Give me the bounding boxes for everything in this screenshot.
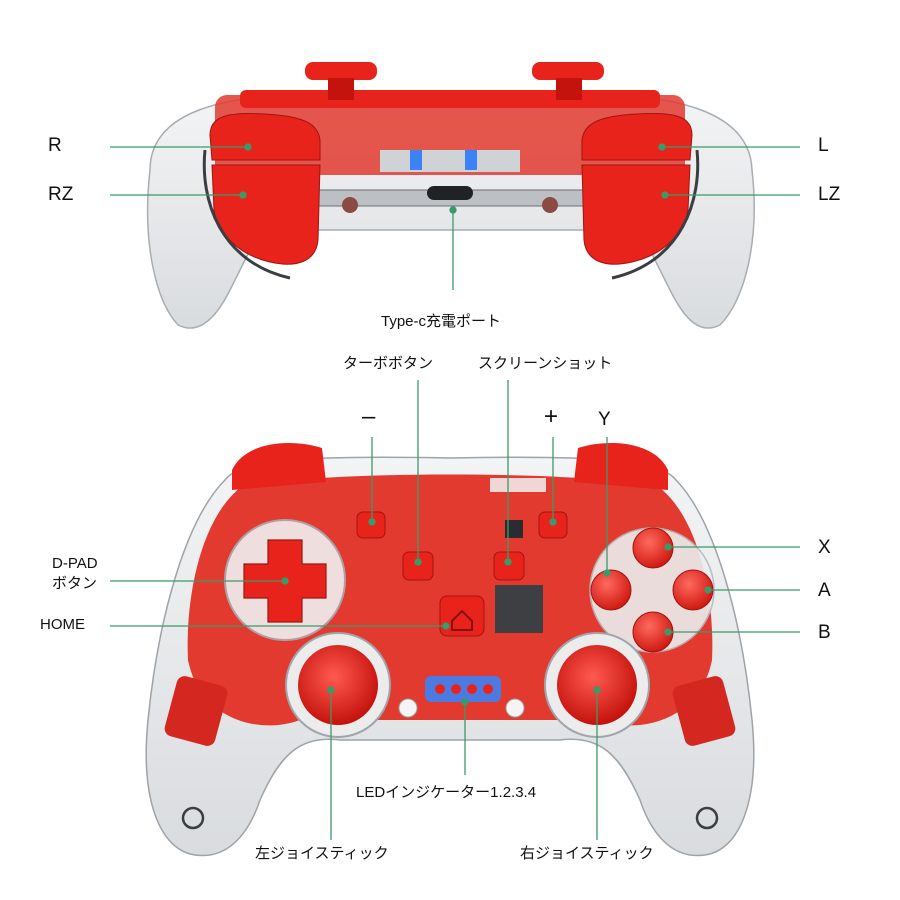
front-view-controller: [145, 443, 755, 857]
typec-port: [427, 186, 473, 200]
screenshot-button: [493, 551, 525, 581]
lz-leader-dot: [661, 191, 669, 199]
plus-leader-dot: [549, 518, 557, 526]
a-leader-dot: [704, 586, 712, 594]
top-leader-lines: [110, 143, 800, 290]
dpad-label-line1: D-PAD: [52, 555, 98, 572]
top-internal-board: [215, 95, 685, 175]
lz-label: LZ: [818, 184, 841, 205]
home-leader-dot: [442, 622, 450, 630]
led-indicator-strip: [425, 676, 501, 702]
y-button: [590, 569, 632, 611]
dpad-leader-dot: [281, 577, 289, 585]
r-leader-dot: [244, 143, 252, 151]
typec-leader-dot: [449, 206, 457, 214]
rz-label: RZ: [48, 184, 74, 205]
dpad-label-line2: ボタン: [52, 575, 98, 592]
top-right-stick-cap: [532, 62, 604, 80]
plus-label: +: [544, 403, 559, 430]
right-stick-leader-dot: [593, 686, 601, 694]
b-leader-dot: [664, 628, 672, 636]
r-label: R: [48, 135, 62, 156]
right-grip-motor: [672, 676, 736, 746]
typec-label: Type-c充電ポート: [381, 313, 502, 330]
left-stick: [298, 645, 378, 725]
turbo-leader-dot: [414, 558, 422, 566]
a-label: A: [818, 580, 831, 601]
left-stick-leader-dot: [327, 686, 335, 694]
home-label: HOME: [40, 616, 85, 633]
front-r-shoulder: [232, 443, 326, 490]
turbo-label: ターボボタン: [343, 355, 434, 372]
screenshot-label: スクリーンショット: [478, 355, 613, 372]
minus-leader-dot: [368, 518, 376, 526]
minus-label: –: [362, 403, 376, 430]
right-stick-label: 右ジョイスティック: [520, 845, 654, 862]
screenshot-leader-dot: [504, 558, 512, 566]
r-shoulder-button: [209, 113, 321, 161]
x-label: X: [818, 537, 831, 558]
led-label: LEDインジケーター1.2.3.4: [356, 784, 537, 801]
left-grip-motor: [164, 676, 228, 746]
home-icon: [451, 609, 473, 631]
top-left-stick-cap: [305, 62, 377, 80]
front-leader-lines: [110, 380, 800, 840]
l-shoulder-button: [581, 113, 693, 161]
rz-leader-dot: [239, 191, 247, 199]
main-chip: [495, 585, 543, 633]
front-l-shoulder: [574, 443, 668, 490]
y-leader-dot: [603, 569, 611, 577]
l-leader-dot: [658, 143, 666, 151]
l-label: L: [818, 135, 829, 156]
x-button: [632, 527, 674, 569]
b-label: B: [818, 622, 831, 643]
left-stick-label: 左ジョイスティック: [255, 845, 389, 862]
y-label: Y: [598, 409, 611, 430]
x-leader-dot: [664, 543, 672, 551]
led-leader-dot: [461, 698, 469, 706]
right-stick: [557, 645, 637, 725]
